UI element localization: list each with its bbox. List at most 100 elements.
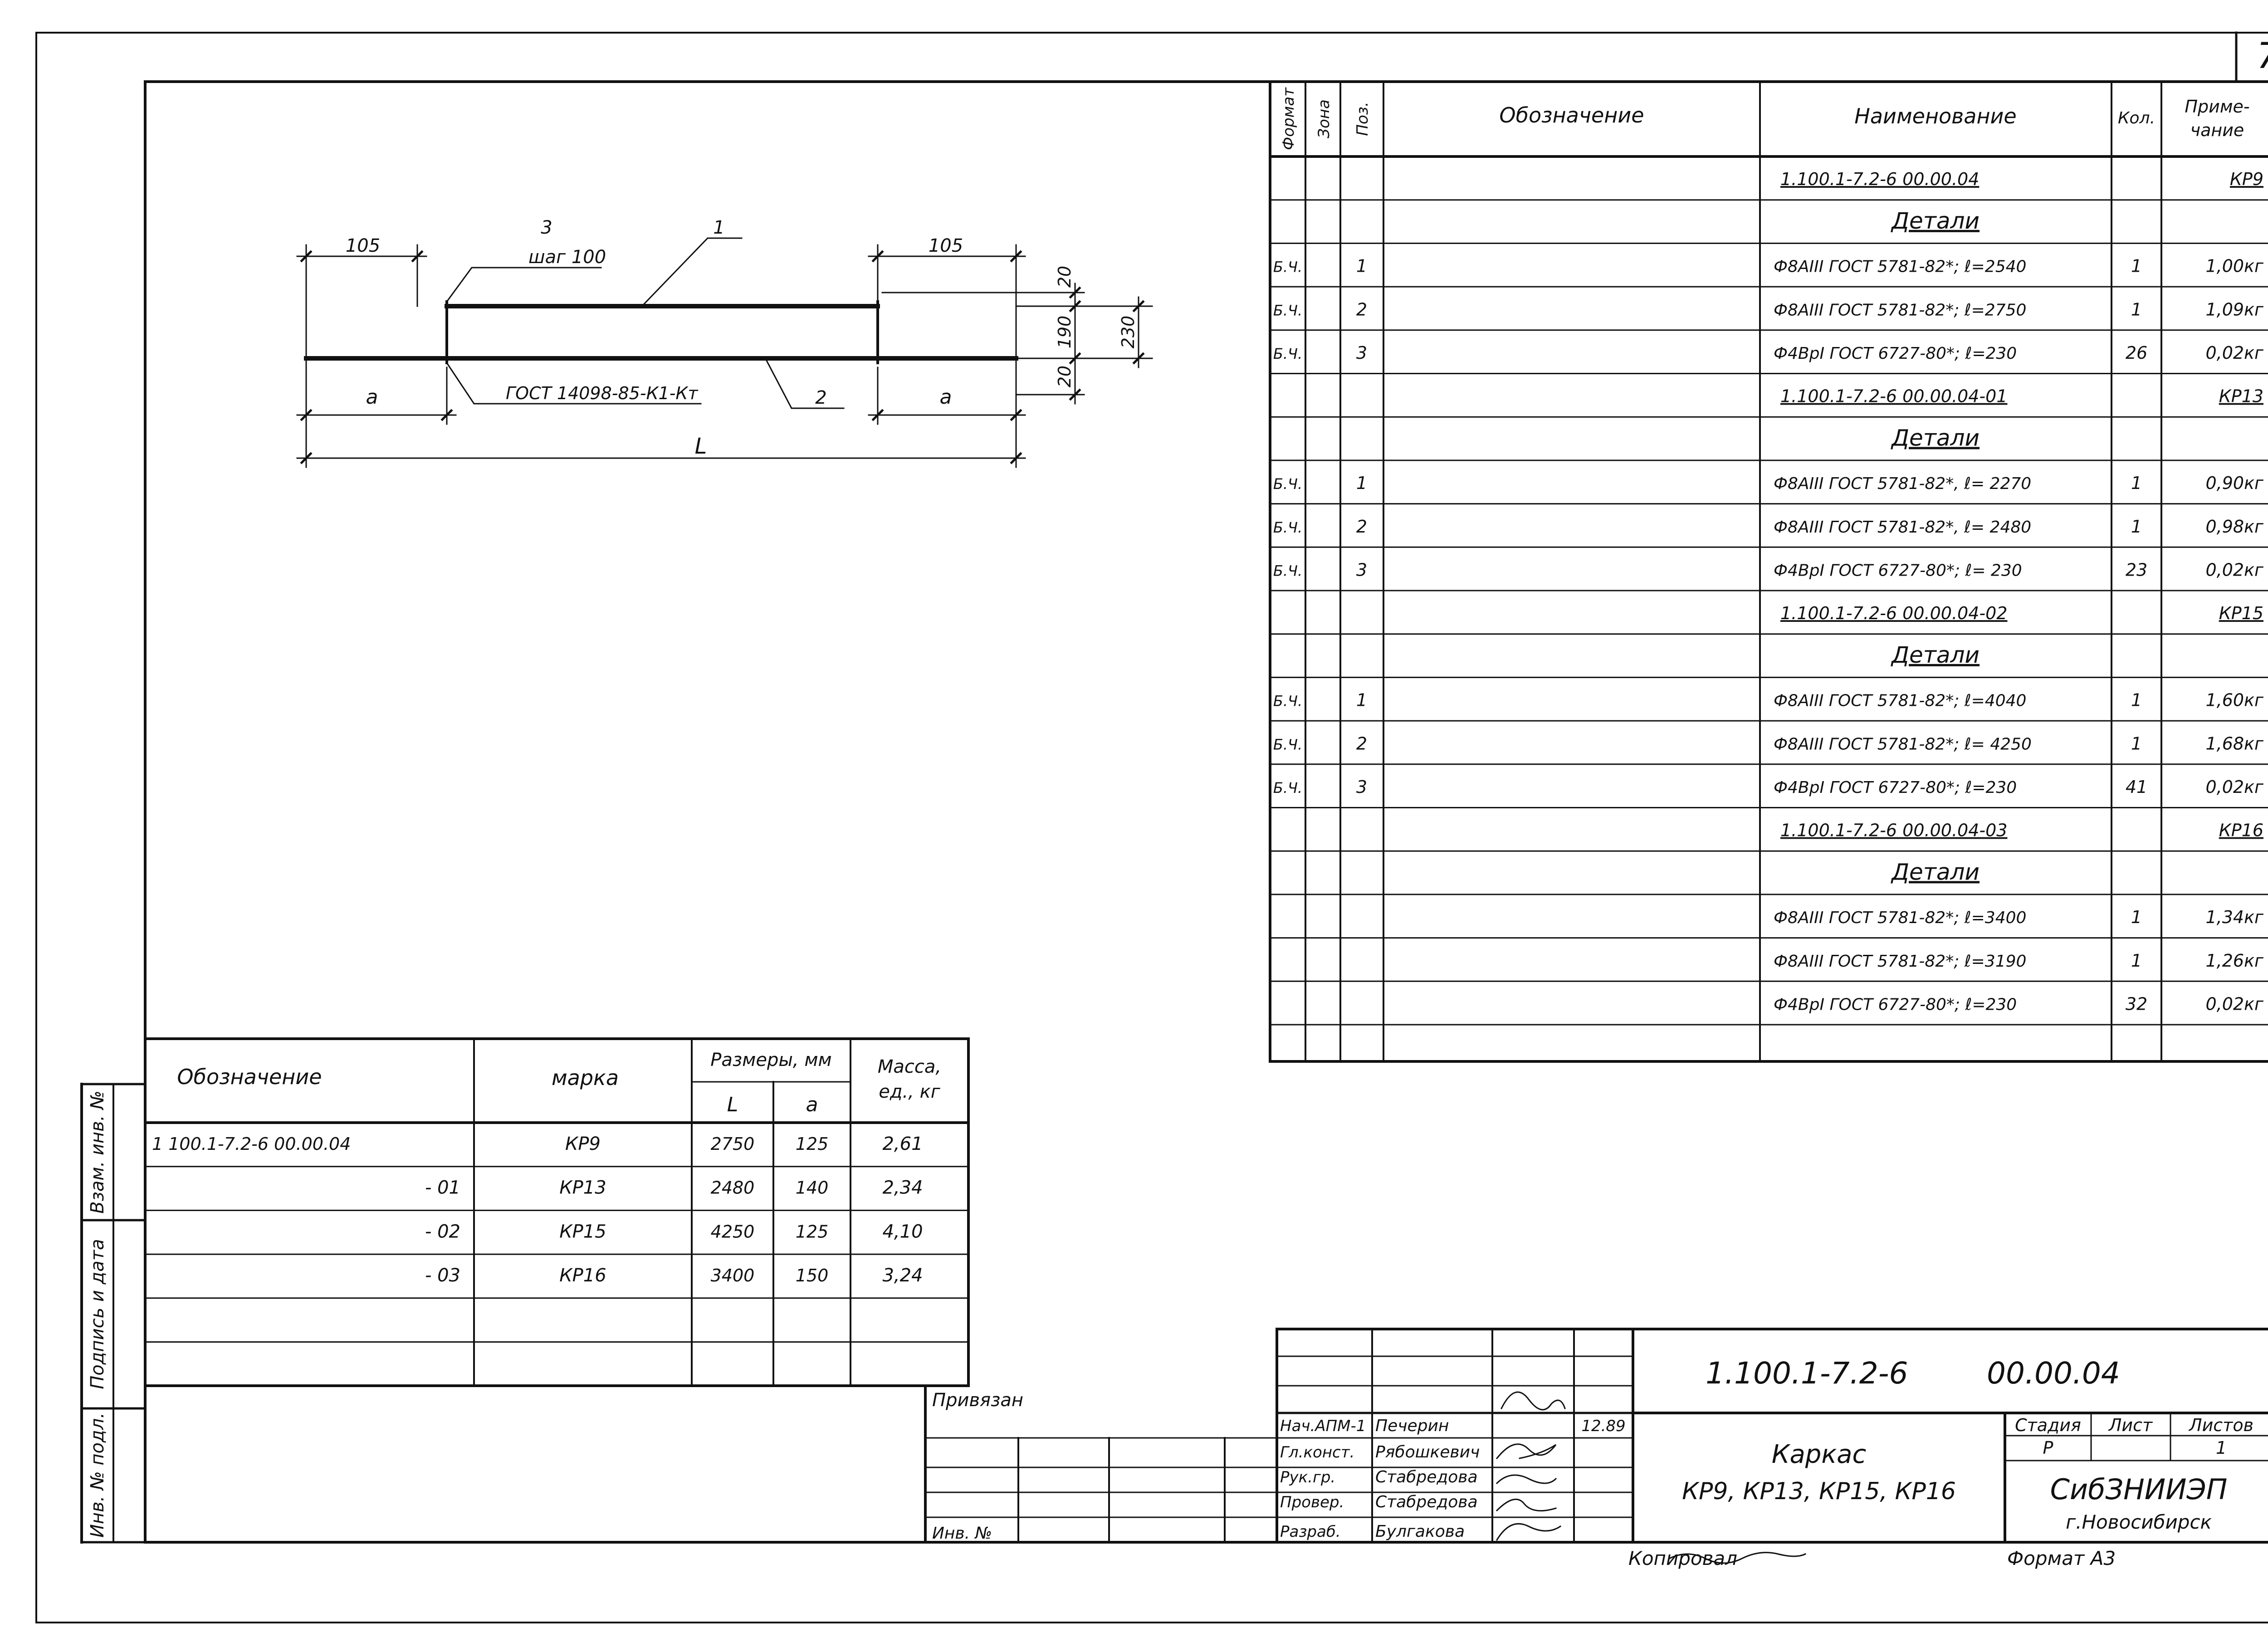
spec-cell-pos: 1 [1356, 256, 1367, 276]
spec-table-border [1269, 80, 2268, 1063]
dims-cell-mass: 2,34 [882, 1178, 923, 1198]
spec-section-title: Детали [1891, 859, 1980, 885]
spec-cell-format: Б.Ч. [1273, 259, 1302, 276]
spec-cell-note: 0,02кг [2205, 994, 2264, 1014]
dim-a-right: a [940, 386, 952, 409]
spec-row-lines [1269, 199, 2268, 1026]
dims-cell-L: 2750 [711, 1134, 755, 1154]
signature-role: Гл.конст. [1280, 1443, 1354, 1461]
dims-cell-mass: 4,10 [882, 1221, 923, 1242]
spec-cell-name: Ф8АIII ГОСТ 5781-82*; ℓ=2750 [1774, 301, 2026, 319]
spec-doc-designation: 1.100.1-7.2-6 00.00.04-03 [1780, 821, 2007, 841]
spec-cell-format: Б.Ч. [1273, 475, 1302, 493]
inner-frame [144, 80, 2268, 1544]
title-code-suffix: 00.00.04 [1987, 1356, 2120, 1391]
dim-20-top: 20 [1055, 266, 1075, 288]
leader-lines [445, 237, 845, 409]
spec-section-title: Детали [1891, 208, 1980, 234]
spec-cell-note: 0,02кг [2205, 343, 2264, 363]
spec-cell-name: Ф4ВрI ГОСТ 6727-80*; ℓ=230 [1774, 995, 2017, 1014]
spec-cell-qty: 1 [2131, 299, 2142, 319]
sheets-value: 1 [2216, 1438, 2227, 1458]
spec-cell-name: Ф8АIII ГОСТ 5781-82*; ℓ=3190 [1774, 952, 2026, 971]
dims-header-mass-1: Масса, [878, 1056, 941, 1077]
leader-label-3: 3 [541, 217, 552, 238]
spec-cell-qty: 26 [2126, 343, 2147, 363]
dims-cell-a: 125 [796, 1222, 829, 1241]
dims-cell-L: 2480 [711, 1178, 755, 1198]
leader-label-3-sub: шаг 100 [528, 247, 606, 268]
dims-cell-a: 125 [796, 1134, 829, 1154]
spec-header-note-1: Приме- [2185, 97, 2249, 117]
signature-name: Печерин [1375, 1417, 1449, 1435]
spec-cell-name: Ф8АIII ГОСТ 5781-82*; ℓ=4040 [1774, 692, 2026, 710]
signature-date: 12.89 [1581, 1417, 1625, 1435]
dims-cell-mark: КР16 [559, 1265, 606, 1286]
spec-cell-note: 0,90кг [2205, 473, 2264, 493]
signature-row: Провер.Стабредова [1280, 1493, 1478, 1511]
signature-name: Рябошкевич [1375, 1443, 1480, 1461]
spec-cell-pos: 1 [1356, 473, 1367, 493]
spec-cell-name: Ф8АIII ГОСТ 5781-82*, ℓ= 2270 [1774, 474, 2031, 493]
spec-header-pos: Поз. [1354, 102, 1372, 136]
dims-table: Обозначение марка Размеры, мм L a Масса,… [144, 1037, 970, 1387]
spec-doc-designation: 1.100.1-7.2-6 00.00.04-01 [1780, 386, 2007, 406]
spec-row: Детали [1891, 859, 1980, 885]
spec-cell-qty: 1 [2131, 256, 2142, 276]
spec-cell-name: Ф8АIII ГОСТ 5781-82*; ℓ=3400 [1774, 909, 2026, 927]
dims-cell-a: 140 [796, 1178, 829, 1198]
spec-cell-pos: 3 [1356, 343, 1367, 363]
dims-header-mark: марка [552, 1065, 619, 1090]
copied-label: Копировал [1628, 1547, 1737, 1569]
title-code: 1.100.1-7.2-6 [1706, 1356, 1908, 1391]
leader-label-2: 2 [815, 387, 826, 408]
sheet-number: 7 [2257, 36, 2268, 77]
spec-row: Ф8АIII ГОСТ 5781-82*; ℓ=3400 1 1,34кг [1774, 907, 2264, 927]
signature-role: Рук.гр. [1280, 1468, 1335, 1486]
dim-L: L [695, 434, 707, 459]
side-label-vzam: Взам. инв. № [87, 1090, 108, 1214]
privyazan-label: Привязан [932, 1390, 1023, 1411]
binding-block: Привязан Инв. № [924, 1384, 1278, 1544]
dims-cell-designation: - 02 [425, 1221, 460, 1242]
spec-cell-qty: 1 [2131, 517, 2142, 537]
dims-cell-designation: 1 100.1-7.2-6 00.00.04 [152, 1134, 351, 1154]
side-label-inv: Инв. № подл. [87, 1413, 108, 1538]
weld-note: ГОСТ 14098-85-К1-Кт [506, 383, 699, 403]
spec-cell-note: 0,98кг [2205, 517, 2264, 537]
signature-row: Нач.АПМ-1 Печерин 12.89 [1280, 1417, 1626, 1435]
spec-cell-name: Ф4ВрI ГОСТ 6727-80*; ℓ=230 [1774, 778, 2017, 797]
spec-header-note-2: чание [2190, 120, 2244, 140]
spec-doc-designation: 1.100.1-7.2-6 00.00.04-02 [1780, 603, 2007, 623]
dims-header-designation: Обозначение [177, 1065, 322, 1089]
sheets-label: Листов [2188, 1415, 2253, 1435]
dim-190: 190 [1055, 316, 1075, 349]
signature-role: Провер. [1280, 1493, 1344, 1511]
binding-inv-label: Инв. № [932, 1524, 992, 1543]
signature-role: Нач.АПМ-1 [1280, 1417, 1366, 1435]
spec-cell-format: Б.Ч. [1273, 779, 1302, 797]
spec-column-lines [1305, 81, 2162, 1062]
dims-header-a: a [806, 1093, 818, 1116]
spec-cell-qty: 1 [2131, 907, 2142, 927]
spec-cell-note: 1,09кг [2205, 299, 2264, 319]
dims-cell-designation: - 01 [425, 1178, 460, 1198]
spec-cell-qty: 32 [2126, 994, 2147, 1014]
dims-header-mass-2: ед., кг [879, 1081, 941, 1102]
spec-cell-note: 1,34кг [2205, 907, 2264, 927]
spec-row: Детали [1891, 208, 1980, 234]
title-line-2: КР9, КР13, КР15, КР16 [1682, 1478, 1956, 1505]
stage-label: Стадия [2015, 1415, 2081, 1435]
stage-value: Р [2043, 1438, 2053, 1458]
